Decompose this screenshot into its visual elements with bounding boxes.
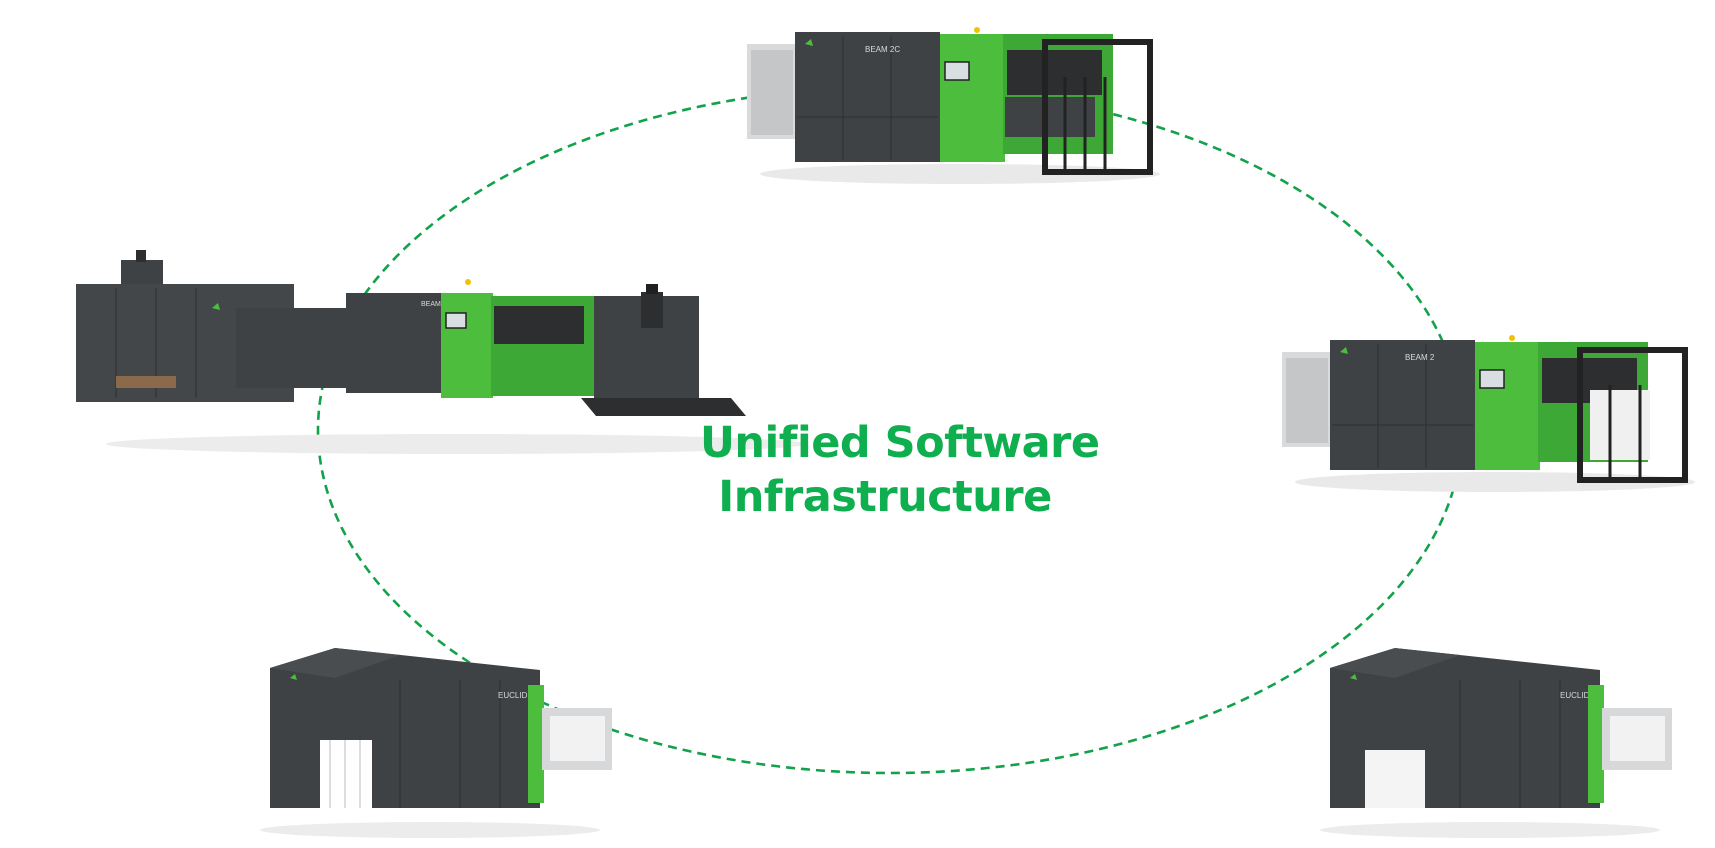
highcon-logo-icon xyxy=(1350,674,1357,680)
title-line-2: Infrastructure xyxy=(718,472,1052,522)
highcon-logo-icon xyxy=(1340,347,1348,354)
machine-badge: EUCLID 5 xyxy=(1560,691,1597,700)
diagram-title: Unified Software Infrastructure xyxy=(700,416,1100,524)
machine-euclid-5-bottom-right: EUCLID 5 xyxy=(1310,640,1680,840)
machine-euclid-5c-bottom-left: EUCLID 5C xyxy=(250,640,620,840)
highcon-logo-icon xyxy=(805,39,813,46)
machine-badge: BEAM 2 xyxy=(1405,353,1435,362)
machine-badge: EUCLID 5C xyxy=(498,691,540,700)
machine-badge: BEAM 2C xyxy=(865,45,900,54)
highcon-logo-icon xyxy=(290,674,297,680)
highcon-logo-icon xyxy=(212,303,220,310)
title-line-1: Unified Software xyxy=(700,418,1100,468)
machine-beam-2-right: BEAM 2 xyxy=(1280,330,1700,495)
machine-badge: BEAM 2C xyxy=(421,301,452,308)
machine-beam-2c-top: BEAM 2C xyxy=(745,22,1165,187)
machine-beam-long-left: BEAM 2C xyxy=(76,248,806,458)
